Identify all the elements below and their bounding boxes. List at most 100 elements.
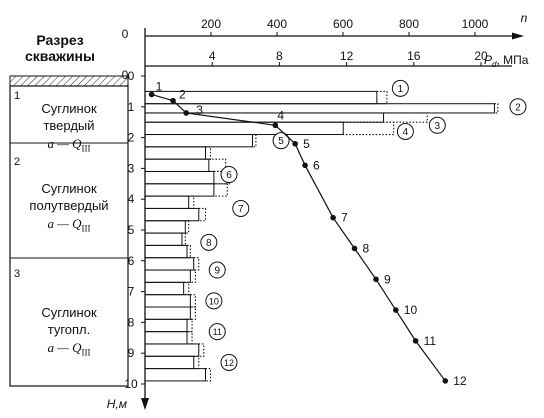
section-title-line1: Разрез xyxy=(36,32,84,48)
n-series-point-8 xyxy=(351,245,358,252)
layer-1-name: Суглинок твердый xyxy=(10,100,128,134)
pd-bar-dotted-9 xyxy=(213,183,228,197)
depth-tick-label-0: 0 xyxy=(128,69,135,83)
depth-axis-label: H,м xyxy=(107,397,127,411)
pd-bar-dotted-24 xyxy=(205,368,212,382)
n-axis-label: n xyxy=(521,11,528,25)
n-series-point-6 xyxy=(302,162,308,169)
depth-axis-arrow xyxy=(141,398,149,410)
n-series-point-3 xyxy=(183,110,190,116)
layer-2-age-sub: III xyxy=(81,223,91,234)
pd-bar-13 xyxy=(144,232,183,246)
layer-3-age: a — QIII xyxy=(10,340,128,358)
bar-callout-circle-10 xyxy=(205,292,223,310)
bar-callout-label-9: 9 xyxy=(214,266,220,277)
bar-callout-label-11: 11 xyxy=(213,327,222,337)
pd-bar-11 xyxy=(144,207,200,222)
n-series-point-12 xyxy=(442,378,449,384)
pd-bar-dotted-16 xyxy=(190,269,196,283)
layer-1-age-sub: III xyxy=(81,143,91,154)
depth-tick-label-8: 8 xyxy=(128,315,135,329)
n-series-point-11 xyxy=(412,338,419,344)
pd-axis-label-sub: d xyxy=(492,60,497,69)
pd-bar-3 xyxy=(144,112,385,123)
bar-callout-circle-4 xyxy=(396,122,414,140)
pd-bar-6 xyxy=(144,146,206,160)
bar-callout-label-5: 5 xyxy=(278,136,284,147)
n-series-label-6: 6 xyxy=(313,158,320,172)
bar-callout-circle-12 xyxy=(220,353,238,371)
layer-2-name: Суглинок полутвердый xyxy=(10,180,128,214)
bars-layer xyxy=(144,90,499,382)
pd-bar-23 xyxy=(144,355,195,370)
bar-callout-label-2: 2 xyxy=(515,102,521,113)
depth-tick-label-4: 4 xyxy=(128,192,135,206)
depth-tick-label-2: 2 xyxy=(128,131,135,145)
bar-callout-label-4: 4 xyxy=(403,127,409,138)
pd-bar-dotted-1 xyxy=(376,90,388,105)
bar-callout-label-8: 8 xyxy=(206,238,212,249)
layer-3-name-line1: Суглинок xyxy=(41,305,97,320)
layer-2-age-text: a — Q xyxy=(47,216,82,231)
layer-1-number: 1 xyxy=(14,90,21,102)
n-series-point-9 xyxy=(373,276,379,283)
section-box xyxy=(9,85,129,387)
bar-callout-circle-5 xyxy=(272,132,290,150)
pd-bar-dotted-18 xyxy=(190,294,196,308)
layer-3-age-sub: III xyxy=(81,347,91,358)
n-series-label-2: 2 xyxy=(179,88,186,102)
n-tick-label-800: 800 xyxy=(399,17,419,31)
pd-bar-dotted-2 xyxy=(494,103,499,114)
depth-tick-label-5: 5 xyxy=(128,223,135,237)
pd-bar-dotted-4 xyxy=(343,121,395,136)
bar-callout-circle-3 xyxy=(428,116,446,134)
pd-bar-9 xyxy=(144,183,215,197)
bar-callout-circle-7 xyxy=(232,199,250,217)
pd-bar-dotted-14 xyxy=(187,244,191,259)
bar-callout-circle-1 xyxy=(391,79,409,97)
pd-bar-18 xyxy=(144,294,191,308)
pd-tick-label-4: 4 xyxy=(209,49,216,63)
n-tick-label-600: 600 xyxy=(333,17,353,31)
line-layer xyxy=(148,91,449,384)
layer-1-age: a — QIII xyxy=(10,136,128,154)
layer-1-name-line2: твердый xyxy=(43,118,95,133)
layer-1-age-text: a — Q xyxy=(47,136,82,151)
depth-tick-label-9: 9 xyxy=(128,346,135,360)
pd-bar-12 xyxy=(144,220,186,234)
pd-bar-21 xyxy=(144,331,188,345)
n-series-point-2 xyxy=(170,97,176,104)
pd-bar-10 xyxy=(144,195,190,209)
bar-callout-circle-9 xyxy=(208,261,226,279)
pd-bar-dotted-10 xyxy=(188,195,195,209)
pd-bar-dotted-15 xyxy=(193,257,200,271)
bar-callout-label-10: 10 xyxy=(209,296,219,306)
layer-2-age: a — QIII xyxy=(10,216,128,234)
pd-tick-label-8: 8 xyxy=(276,49,283,63)
layer-3-name-line2: тугопл. xyxy=(47,322,91,337)
pd-bar-dotted-22 xyxy=(198,343,205,357)
n-series-label-7: 7 xyxy=(341,211,348,225)
bar-callout-label-6: 6 xyxy=(226,170,232,181)
n-series-point-10 xyxy=(393,307,399,313)
pd-bar-24 xyxy=(144,368,206,382)
pd-bar-dotted-11 xyxy=(198,207,207,222)
pd-bar-8 xyxy=(144,170,215,185)
depth-tick-label-1: 1 xyxy=(128,100,135,114)
depth-tick-label-7: 7 xyxy=(128,285,135,299)
pd-bar-22 xyxy=(144,343,200,357)
pd-bar-20 xyxy=(144,318,188,333)
bar-callout-label-12: 12 xyxy=(224,358,234,368)
n-series-label-12: 12 xyxy=(453,374,467,388)
section-title: Разрез скважины xyxy=(10,32,110,64)
depth-tick-label-6: 6 xyxy=(128,254,135,268)
n-series-line xyxy=(151,93,446,382)
pd-tick-label-20: 20 xyxy=(474,49,488,63)
n-axis-arrow xyxy=(512,32,524,40)
label-layer: 12 3 4 5 6 7 8 9 10 11 12 xyxy=(156,79,467,387)
bar-callout-circle-11 xyxy=(208,323,226,341)
n-tick-label-200: 200 xyxy=(201,17,221,31)
pd-bar-dotted-21 xyxy=(187,331,193,345)
n-series-label-3: 3 xyxy=(196,103,203,117)
